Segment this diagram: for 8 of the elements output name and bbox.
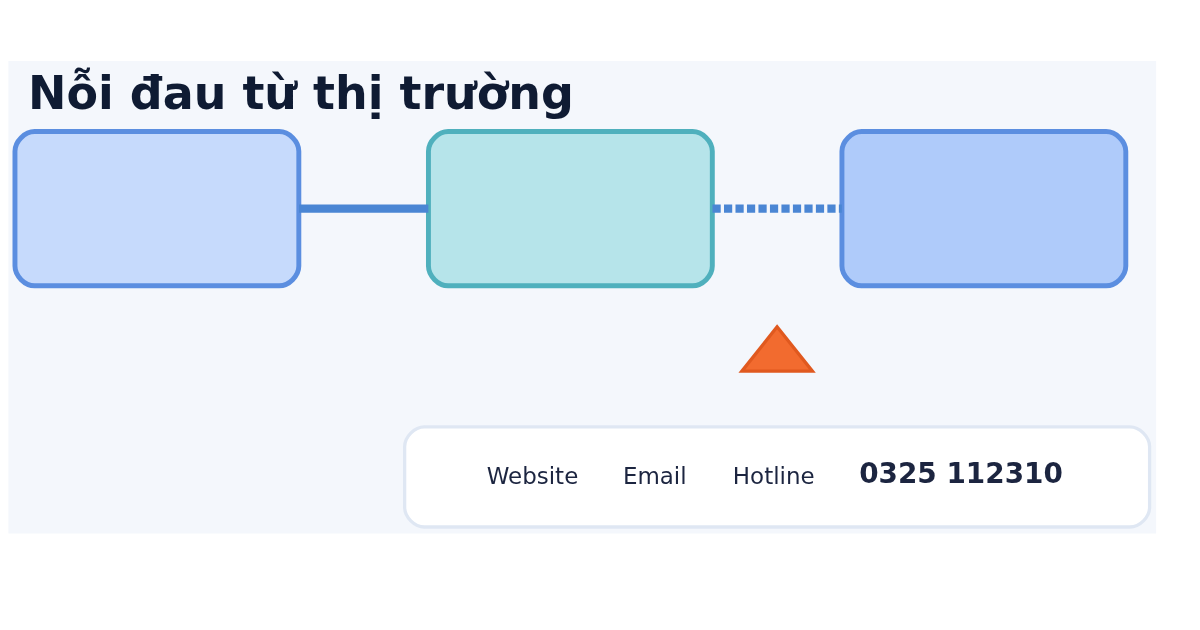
node-box [839, 129, 1129, 289]
connector [299, 204, 429, 213]
node-box [426, 129, 715, 289]
connector [712, 204, 842, 213]
node-box: Website Email Hotline 0325 112310 [403, 425, 1152, 529]
diagram-title: Nỗi đau từ thị trường [28, 66, 574, 121]
node-box [12, 129, 302, 289]
node-triangle [738, 324, 816, 373]
